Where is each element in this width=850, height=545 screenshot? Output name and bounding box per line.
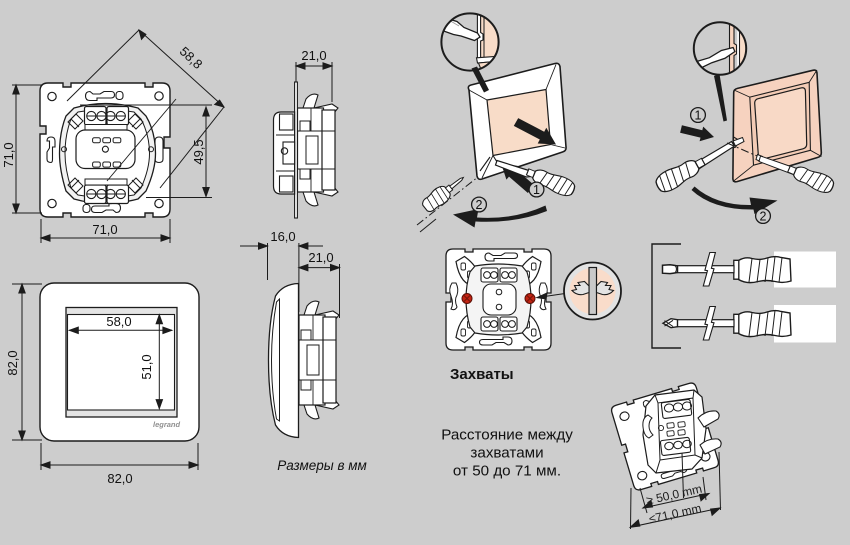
- svg-text:49,5: 49,5: [191, 139, 206, 164]
- svg-text:71,0: 71,0: [92, 222, 117, 237]
- svg-text:Расстояние между: Расстояние между: [441, 427, 573, 444]
- svg-text:2: 2: [760, 210, 767, 224]
- svg-text:58,0: 58,0: [106, 314, 131, 329]
- svg-text:Размеры в мм: Размеры в мм: [277, 458, 367, 473]
- svg-text:82,0: 82,0: [5, 350, 20, 375]
- svg-text:1: 1: [533, 183, 540, 197]
- svg-text:16,0: 16,0: [270, 229, 295, 244]
- svg-text:Захваты: Захваты: [450, 366, 514, 383]
- svg-text:legrand: legrand: [153, 420, 181, 429]
- svg-text:21,0: 21,0: [301, 48, 326, 63]
- svg-text:2: 2: [476, 198, 483, 212]
- svg-text:захватами: захватами: [470, 445, 543, 462]
- svg-text:1: 1: [695, 109, 702, 123]
- svg-text:51,0: 51,0: [139, 354, 154, 379]
- svg-text:82,0: 82,0: [107, 471, 132, 486]
- svg-text:71,0: 71,0: [1, 142, 16, 167]
- svg-text:от 50 до 71 мм.: от 50 до 71 мм.: [453, 463, 561, 480]
- svg-text:21,0: 21,0: [308, 250, 333, 265]
